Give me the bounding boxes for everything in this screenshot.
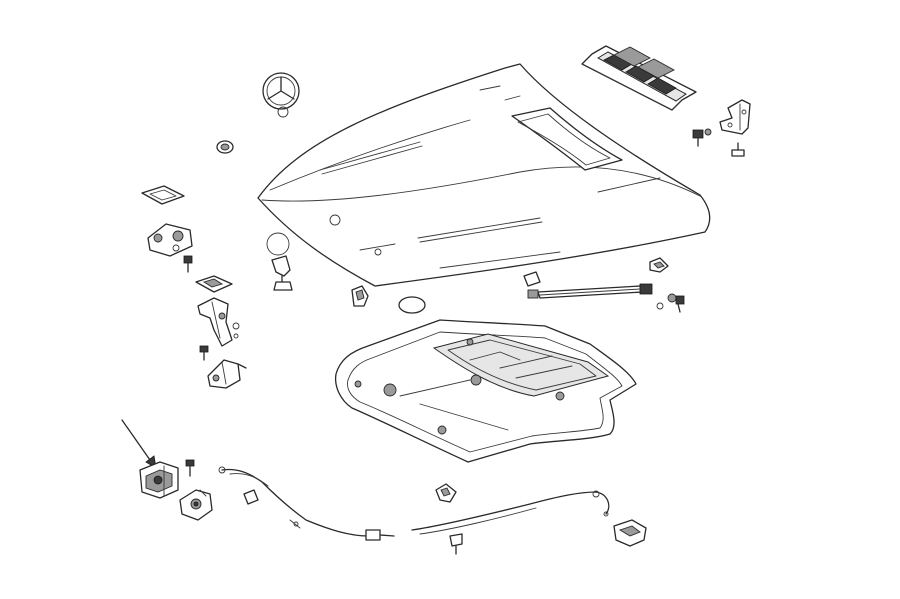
release-cable[interactable] bbox=[218, 466, 395, 541]
hood-latch[interactable] bbox=[139, 461, 179, 499]
rubber-bumper[interactable] bbox=[266, 232, 293, 291]
hood-insulation-pad[interactable] bbox=[334, 319, 637, 463]
air-intake-grille[interactable] bbox=[581, 45, 697, 111]
hinge-bracket[interactable] bbox=[207, 359, 247, 389]
seal-pad-lower[interactable] bbox=[195, 275, 233, 293]
gas-strut[interactable] bbox=[523, 271, 653, 299]
o-ring[interactable] bbox=[398, 296, 426, 314]
pointer-arrow bbox=[121, 419, 157, 469]
round-clip[interactable] bbox=[216, 140, 234, 154]
bolt[interactable] bbox=[183, 255, 193, 273]
hinge-nut[interactable] bbox=[731, 142, 745, 157]
left-hinge-plate[interactable] bbox=[147, 223, 193, 257]
seal-pad-upper[interactable] bbox=[141, 185, 185, 205]
latch-screw[interactable] bbox=[185, 459, 195, 477]
hood-panel[interactable] bbox=[257, 63, 711, 287]
hinge-screw[interactable] bbox=[199, 345, 209, 361]
release-handle[interactable] bbox=[613, 519, 647, 547]
hinge-bolt[interactable] bbox=[692, 128, 712, 147]
latch-lock[interactable] bbox=[179, 489, 213, 521]
cable-push-clip[interactable] bbox=[449, 533, 463, 555]
release-cable-rear[interactable] bbox=[411, 490, 610, 535]
cable-grommet[interactable] bbox=[435, 483, 457, 503]
push-clip[interactable] bbox=[351, 285, 369, 307]
strut-ball-mount[interactable] bbox=[649, 257, 669, 273]
star-emblem[interactable] bbox=[262, 72, 300, 118]
left-hinge[interactable] bbox=[197, 297, 240, 347]
strut-bolt[interactable] bbox=[656, 293, 685, 313]
cable-clip[interactable] bbox=[243, 489, 259, 505]
right-hinge[interactable] bbox=[719, 99, 751, 135]
